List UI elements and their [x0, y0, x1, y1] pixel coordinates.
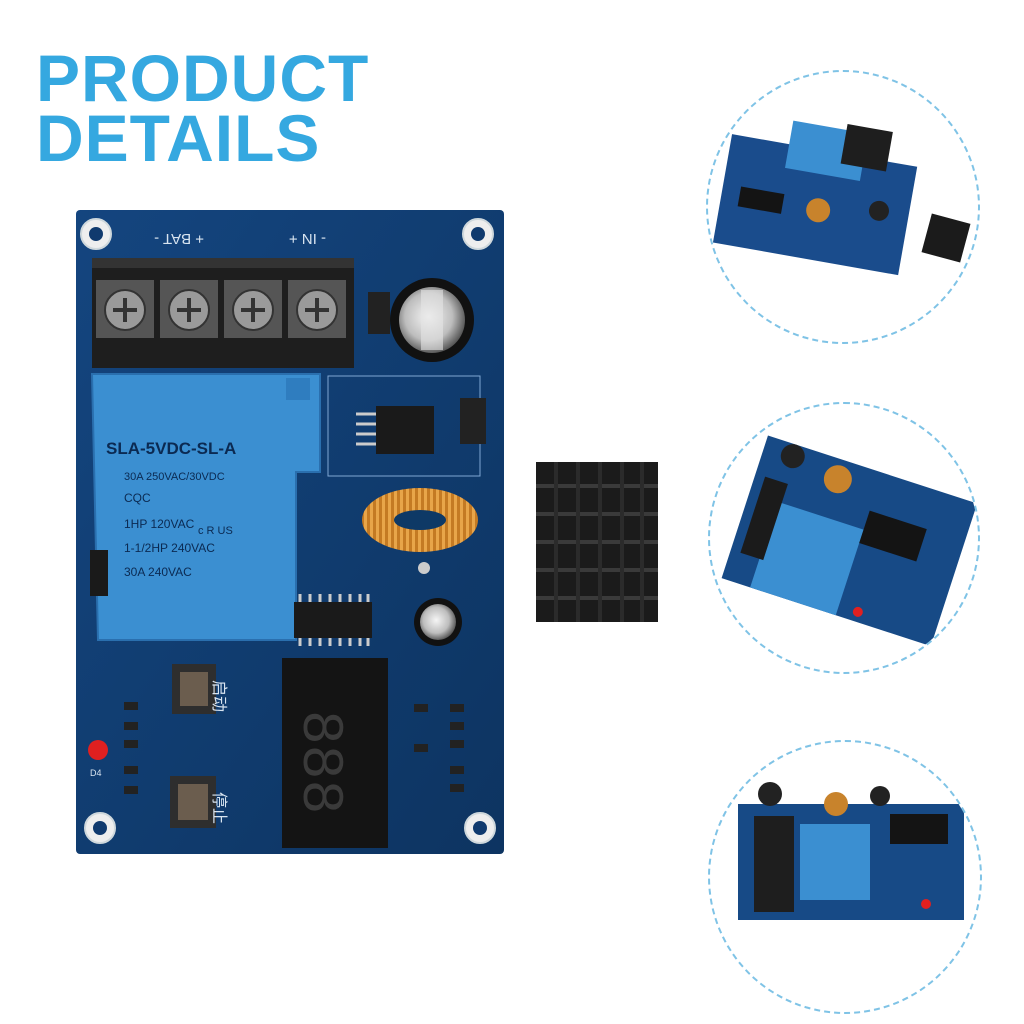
capacitor-icon	[414, 598, 462, 646]
relay-model: SLA-5VDC-SL-A	[106, 439, 236, 458]
led-indicator-icon	[921, 899, 931, 909]
detail-view-2	[708, 402, 980, 674]
relay-rating-3: 1-1/2HP 240VAC	[124, 541, 215, 555]
mounting-hole-icon	[80, 218, 496, 844]
heatsink-icon	[536, 462, 658, 622]
relay-icon	[800, 824, 870, 900]
led-indicator-icon	[852, 606, 863, 617]
relay-icon	[750, 501, 864, 616]
heatsink-icon	[921, 213, 971, 263]
relay-icon: SLA-5VDC-SL-A 30A 250VAC/30VDC CQC 1HP 1…	[90, 373, 321, 641]
push-button-icon	[170, 664, 216, 828]
terminal-block-icon	[92, 258, 354, 368]
button-start-label: 启动	[210, 680, 229, 712]
capacitor-icon	[390, 278, 474, 362]
relay-ul: c R US	[198, 525, 233, 537]
terminal-block-icon	[754, 816, 794, 912]
relay-cert: CQC	[124, 491, 151, 505]
capacitor-icon	[758, 782, 782, 806]
inductor-icon	[823, 465, 852, 494]
terminal-block-icon	[840, 124, 893, 172]
detail-view-3	[708, 740, 982, 1014]
diode-icon	[460, 398, 486, 444]
seven-segment-display-icon	[737, 186, 785, 214]
capacitor-icon	[868, 200, 889, 221]
display-digits: 888	[286, 710, 351, 814]
page-title: PRODUCT DETAILS	[36, 41, 370, 175]
inductor-icon	[824, 792, 848, 816]
seven-segment-display-icon	[890, 814, 948, 844]
button-stop-label: 停止	[210, 792, 229, 824]
inductor-icon	[806, 198, 831, 223]
seven-segment-display-icon	[859, 510, 927, 562]
diode-icon	[368, 292, 390, 334]
switch-icon	[90, 550, 108, 596]
inductor-icon	[362, 488, 478, 574]
title-line-2: DETAILS	[36, 101, 321, 175]
capacitor-icon	[780, 444, 805, 469]
capacitor-icon	[870, 786, 890, 806]
detail-view-1	[706, 70, 980, 344]
terminal-label-in: - IN +	[289, 230, 326, 247]
terminal-label-bat: + BAT -	[154, 230, 204, 247]
led-indicator-icon	[88, 740, 108, 760]
indicator-label: D4	[90, 768, 102, 778]
regulator-ic-icon	[356, 406, 434, 454]
title-line-1: PRODUCT	[36, 41, 370, 115]
ic-chip-icon	[294, 594, 372, 646]
relay-rating-2: 1HP 120VAC	[124, 517, 195, 531]
relay-rating-4: 30A 240VAC	[124, 565, 192, 579]
heatsink-icon	[740, 476, 788, 561]
relay-rating-1: 30A 250VAC/30VDC	[124, 471, 225, 483]
circuit-board-image: + BAT - - IN + SLA-5VDC-SL-A 30A 25	[76, 210, 504, 854]
seven-segment-display-icon: 888	[282, 658, 388, 848]
